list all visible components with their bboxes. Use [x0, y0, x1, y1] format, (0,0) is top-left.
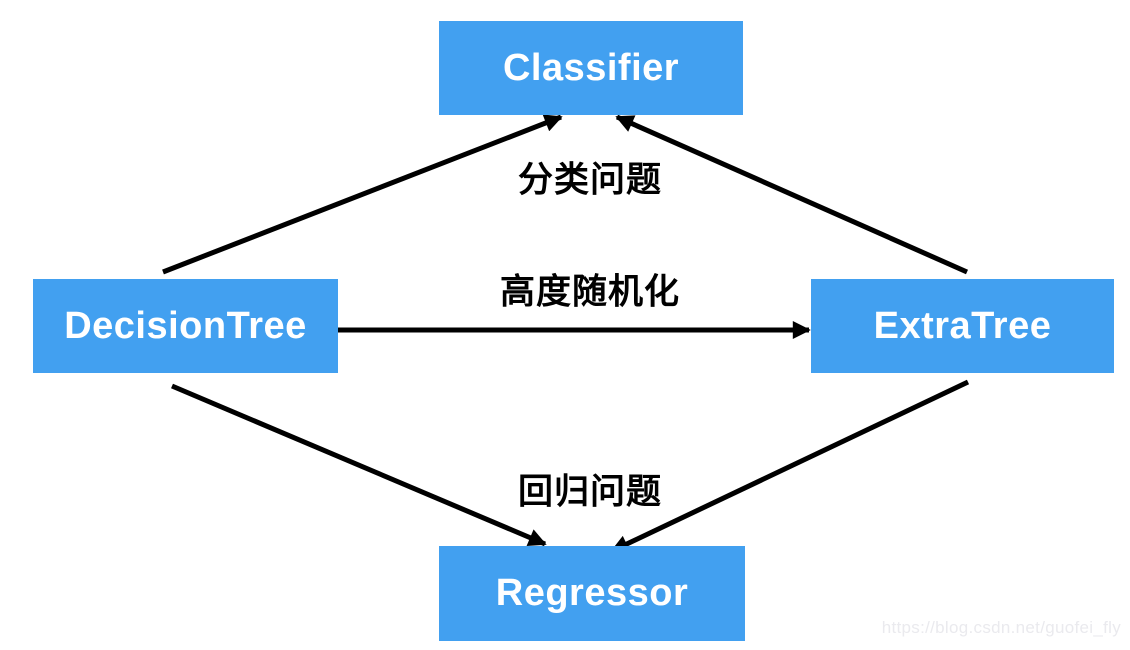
edge-label-classification: 分类问题 — [517, 160, 663, 200]
arrow-extratree-to-classifier — [615, 114, 969, 275]
node-decisiontree: DecisionTree — [33, 279, 338, 373]
node-regressor-label: Regressor — [495, 572, 689, 614]
node-extratree-label: ExtraTree — [873, 304, 1052, 347]
arrow-decisiontree-to-regressor — [171, 383, 547, 547]
arrow-decisiontree-to-classifier — [162, 114, 563, 275]
watermark-text: https://blog.csdn.net/guofei_fly — [881, 618, 1121, 637]
edge-label-regression: 回归问题 — [517, 472, 663, 512]
node-extratree: ExtraTree — [811, 279, 1114, 373]
node-regressor: Regressor — [439, 546, 745, 641]
node-decisiontree-label: DecisionTree — [64, 304, 307, 347]
arrow-extratree-to-regressor — [610, 379, 970, 554]
node-classifier: Classifier — [439, 21, 743, 115]
node-classifier-label: Classifier — [502, 46, 680, 89]
edge-label-randomization: 高度随机化 — [499, 272, 681, 312]
